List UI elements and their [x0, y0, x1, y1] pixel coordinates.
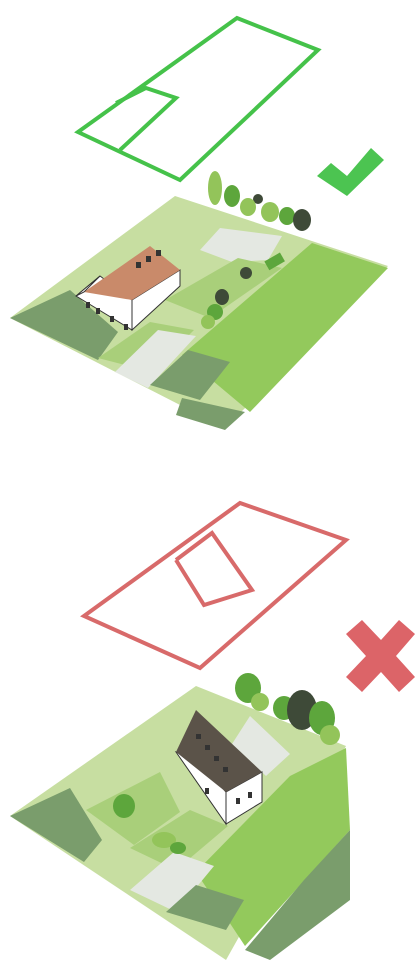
bad-example-panel [10, 503, 415, 960]
bad-site-illustration [10, 673, 350, 960]
checkmark-icon [317, 148, 384, 196]
cross-icon [346, 620, 415, 692]
good-site-illustration [10, 171, 388, 430]
good-example-panel [10, 18, 388, 430]
bad-roof-plan-outline [84, 503, 346, 668]
good-roof-plan-outline [78, 18, 318, 180]
